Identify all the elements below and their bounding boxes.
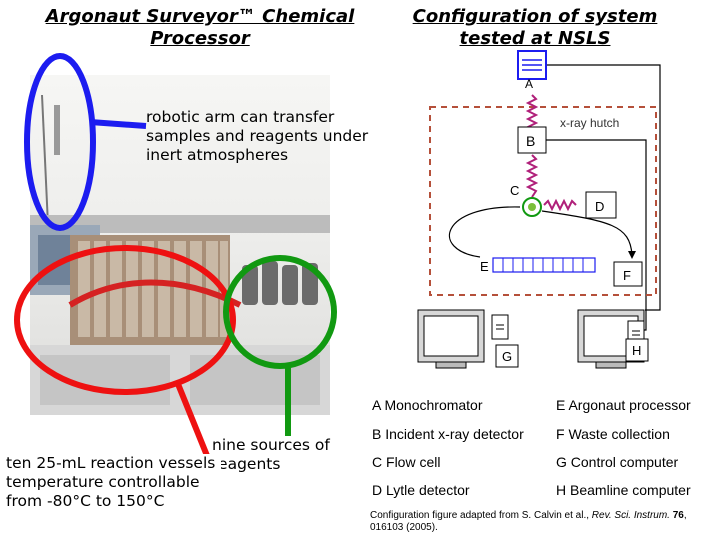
legend-h: H Beamline computer	[556, 482, 691, 498]
hutch-label: x-ray hutch	[560, 116, 619, 130]
label-g: G	[502, 349, 512, 364]
legend-a: A Monochromator	[372, 397, 483, 413]
robotic-arm-note: robotic arm can transfer samples and rea…	[146, 108, 369, 164]
configuration-diagram: A B x-ray hutch C D E F G	[417, 50, 661, 369]
label-c: C	[510, 183, 519, 198]
reagents-note: nine sources of reagents	[212, 436, 352, 474]
processor-photo	[30, 75, 330, 415]
incident-detector-box	[517, 126, 547, 154]
robotic-arm-circle	[24, 53, 96, 231]
legend-d: D Lytle detector	[372, 482, 470, 498]
xray-hutch-box	[429, 106, 657, 296]
robotic-arm-pointer	[89, 119, 147, 129]
reactors-note: ten 25-mL reaction vessels temperature c…	[6, 454, 221, 511]
label-e: E	[480, 259, 489, 274]
legend-c: C Flow cell	[372, 454, 441, 470]
label-g-box	[495, 344, 519, 368]
label-h-box	[625, 338, 649, 362]
control-computer	[417, 309, 509, 369]
label-d: D	[595, 199, 604, 214]
label-a: A	[525, 77, 533, 91]
flow-cell-dot	[528, 203, 536, 211]
waste-box	[613, 261, 643, 287]
photo-callouts	[14, 53, 337, 470]
reactors-circle	[14, 245, 236, 395]
legend-e: E Argonaut processor	[556, 397, 691, 413]
lytle-detector-box	[585, 191, 617, 219]
label-h: H	[632, 343, 641, 358]
tube-e-c	[448, 206, 521, 258]
legend-b: B Incident x-ray detector	[372, 426, 524, 442]
citation-caption: Configuration figure adapted from S. Cal…	[370, 510, 687, 533]
flow-cell-ring	[522, 197, 542, 217]
reagents-circle	[223, 255, 337, 369]
right-title: Configuration of system tested at NSLS	[412, 6, 658, 49]
wire-a-to-h	[546, 64, 661, 311]
left-title: Argonaut Surveyor™ Chemical Processor	[45, 6, 355, 49]
legend-g: G Control computer	[556, 454, 679, 470]
beam-b-c	[525, 154, 539, 198]
argonaut-box	[492, 257, 596, 273]
beam-c-d	[543, 198, 577, 212]
label-f: F	[623, 268, 631, 283]
wire-b-to-h	[546, 139, 647, 331]
label-b: B	[526, 133, 535, 149]
legend-f: F Waste collection	[556, 426, 670, 442]
tube-c-f	[541, 210, 633, 256]
